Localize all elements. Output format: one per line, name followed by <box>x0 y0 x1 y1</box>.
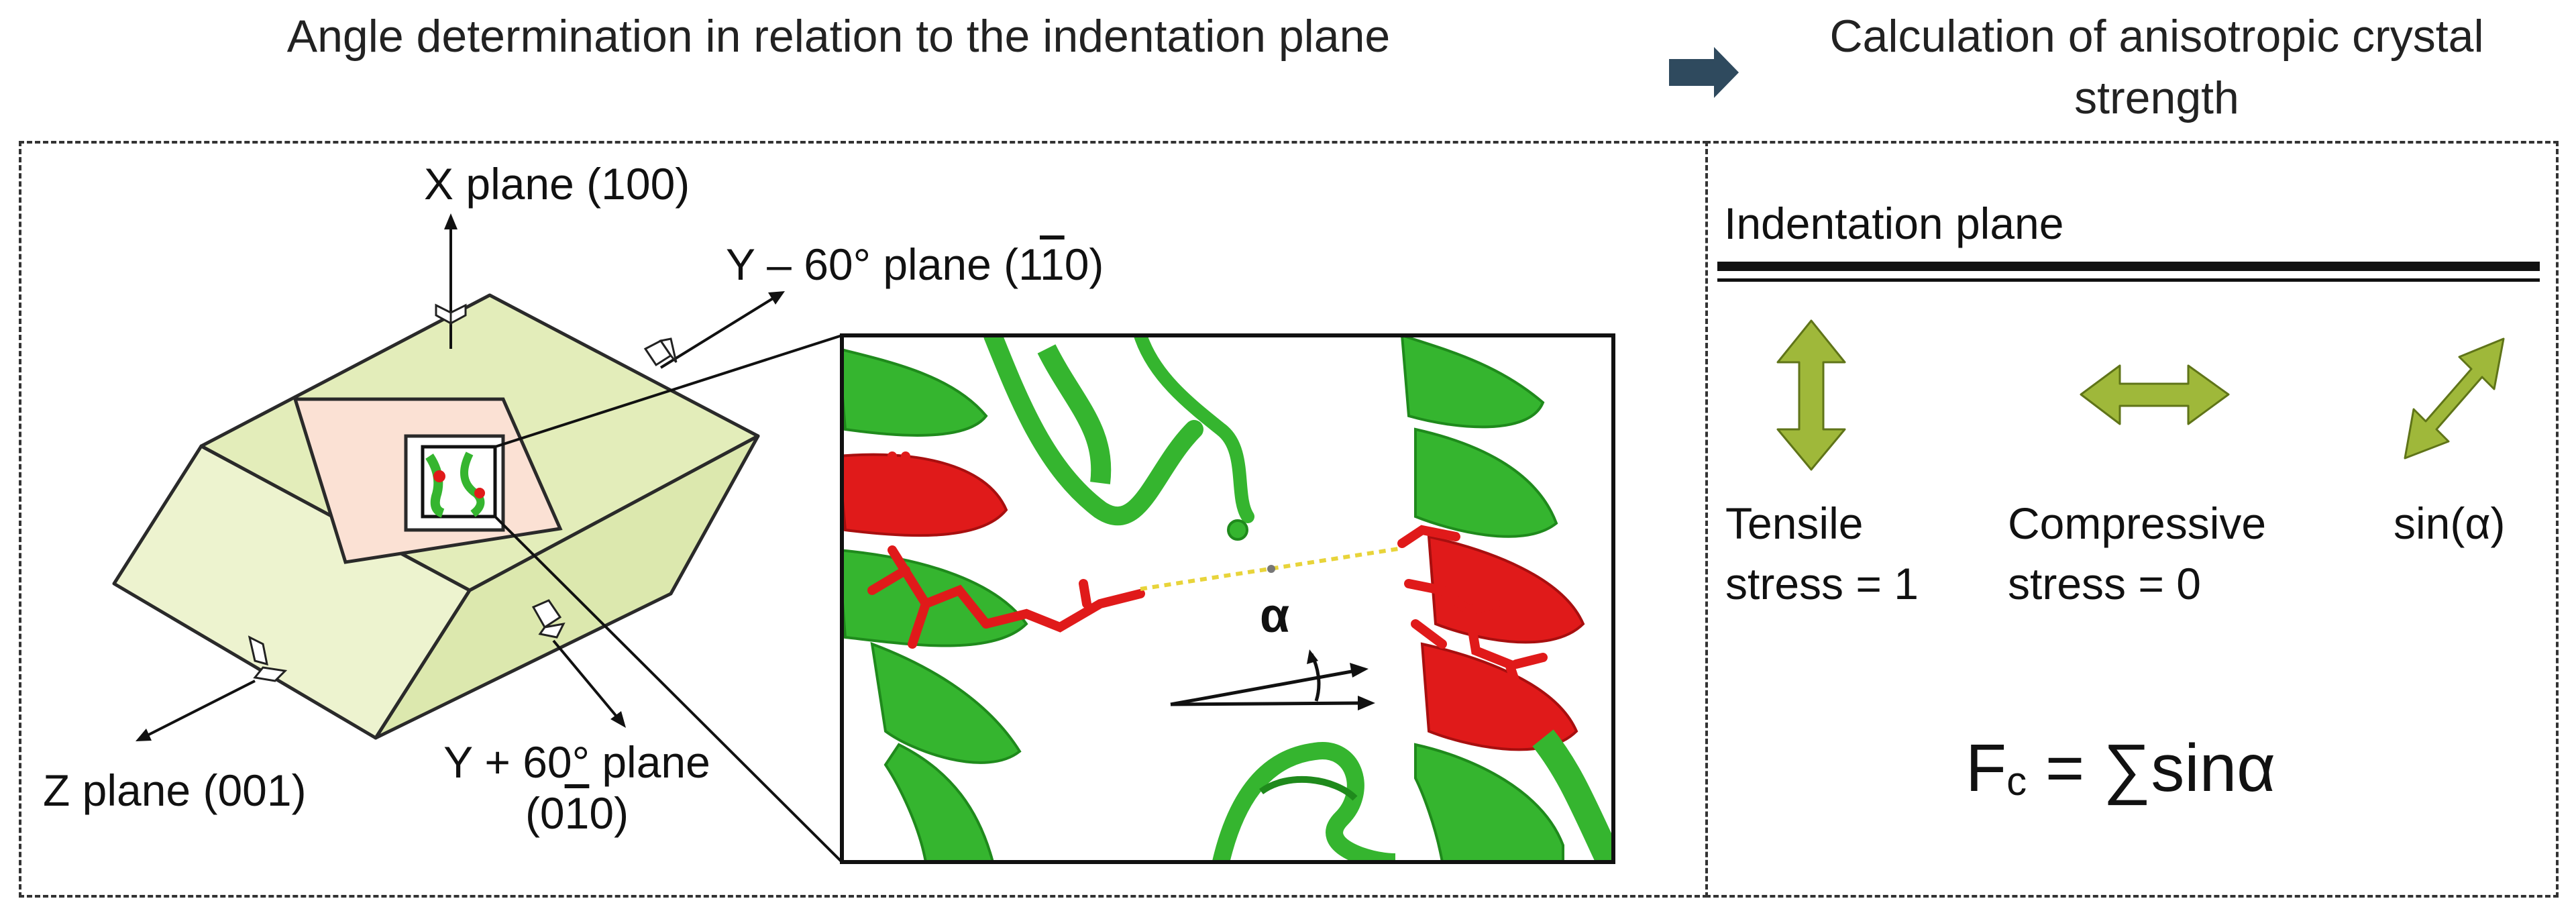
residue-sticks <box>867 451 1548 709</box>
y-plus-line1: Y + 60° plane <box>443 737 710 787</box>
alpha-angle-label: α <box>1260 589 1290 643</box>
y-minus-suffix: 0) <box>1064 239 1104 289</box>
right-panel <box>1705 141 2559 898</box>
diagonal-arrow-icon <box>2404 337 2505 460</box>
tensile-stress-label: Tensile stress = 1 <box>1725 493 1919 614</box>
tensile-arrow-icon <box>1776 319 1846 471</box>
tensile-line2: stress = 1 <box>1725 559 1919 608</box>
y-plus-line2: (010) <box>416 788 738 839</box>
sin-alpha-label: sin(α) <box>2394 498 2506 548</box>
plane-normal-heads <box>136 213 785 741</box>
y-plus-60-plane-label: Y + 60° plane (010) <box>416 737 738 839</box>
compressive-line1: Compressive <box>2008 498 2267 548</box>
y-plus-prefix: (0 <box>525 788 565 838</box>
compressive-stress-label: Compressive stress = 0 <box>2008 493 2266 614</box>
y-minus-bar-digit: 1 <box>1039 239 1065 289</box>
y-minus-prefix: Y – 60° plane (1 <box>726 239 1040 289</box>
x-plane-label: X plane (100) <box>424 159 690 209</box>
formula-rest: = ∑sinα <box>2027 731 2275 806</box>
plane-markers <box>248 303 678 682</box>
compressive-line2: stress = 0 <box>2008 559 2201 608</box>
left-panel-title: Angle determination in relation to the i… <box>286 11 1391 62</box>
y-plus-bar-digit: 1 <box>564 788 590 838</box>
z-plane-label: Z plane (001) <box>43 765 307 815</box>
protein-thumbnail <box>421 445 497 519</box>
formula-main: F <box>1966 731 2007 806</box>
y-plus-suffix: 0) <box>589 788 629 838</box>
plane-normals <box>142 221 780 739</box>
compressive-arrow-icon <box>2080 364 2230 425</box>
strength-formula: Fc = ∑sinα <box>1966 731 2275 818</box>
y-minus-60-plane-label: Y – 60° plane (110) <box>726 239 1104 290</box>
indentation-plane-line <box>1717 262 2540 271</box>
tensile-line1: Tensile <box>1725 498 1864 548</box>
right-panel-title: Calculation of anisotropic crystal stren… <box>1829 11 2484 123</box>
formula-subscript: c <box>2006 759 2027 804</box>
indentation-plane-label: Indentation plane <box>1724 199 2064 248</box>
